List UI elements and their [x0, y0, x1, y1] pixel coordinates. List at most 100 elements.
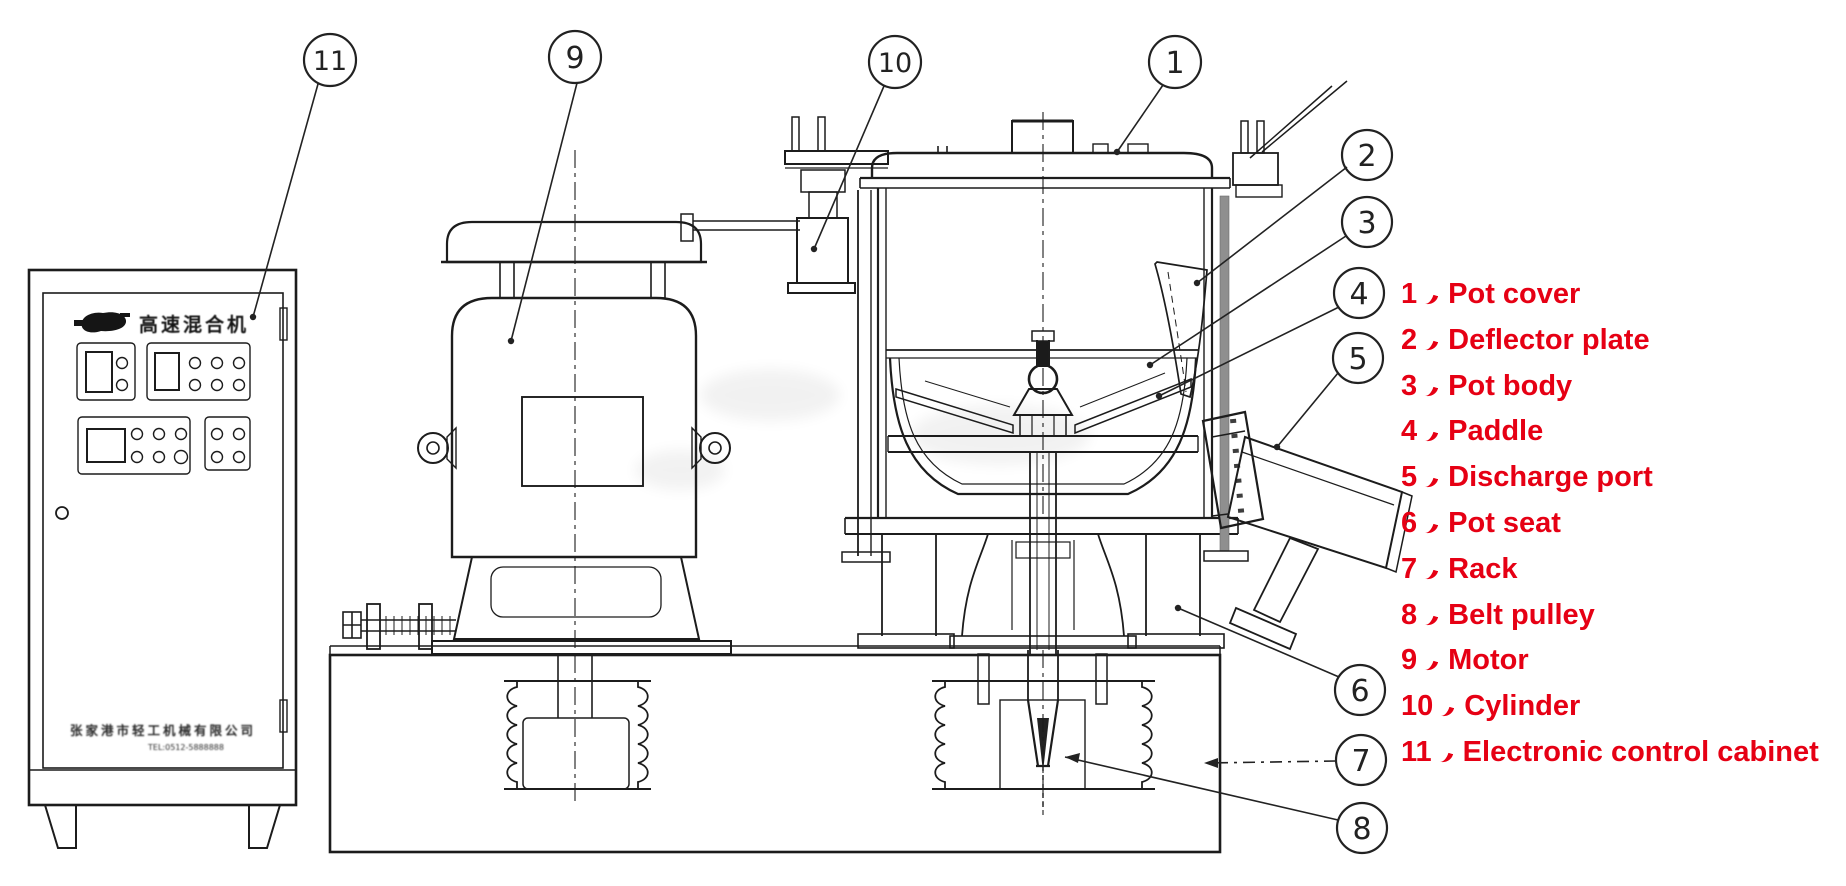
enumeration-comma [1437, 693, 1452, 715]
knob[interactable] [232, 356, 246, 370]
legend-label: Pot cover [1448, 278, 1581, 310]
enumeration-comma [1421, 510, 1436, 532]
lifting-eye-left [417, 426, 457, 470]
legend-label: Deflector plate [1448, 323, 1650, 356]
svg-text:9: 9 [565, 41, 584, 76]
svg-text:1: 1 [1165, 46, 1184, 81]
svg-text:6: 6 [1350, 674, 1369, 709]
callout-balloon-11: 11 [249, 32, 358, 321]
svg-text:3: 3 [1357, 206, 1376, 241]
knob[interactable] [210, 427, 224, 441]
legend-label: Pot body [1448, 369, 1573, 402]
display-1 [85, 351, 113, 393]
cabinet-company-line: 张家港市轻工机械有限公司 [70, 723, 256, 738]
legend-label: Discharge port [1448, 461, 1653, 494]
pot-body [859, 112, 1231, 518]
control-cabinet: 高速混合机 张家港市轻工机械有限公司 TEL:0512-5888888 [27, 268, 298, 849]
callout-balloon-2: 2 [1193, 128, 1394, 287]
legend-num: 1 [1401, 278, 1418, 310]
pot-seat [844, 516, 1239, 649]
legend-item-5: 5 Discharge port [1401, 455, 1819, 501]
legend-num: 7 [1401, 552, 1418, 585]
junction-box [521, 396, 644, 487]
knob[interactable] [152, 450, 166, 464]
enumeration-comma [1436, 739, 1451, 761]
knob[interactable] [210, 450, 224, 464]
paddle [886, 330, 1199, 654]
enumeration-comma [1421, 373, 1436, 395]
knob[interactable] [232, 427, 246, 441]
svg-text:8: 8 [1352, 812, 1371, 847]
motor [342, 150, 732, 660]
legend-label: Pot seat [1448, 506, 1561, 539]
knob[interactable] [173, 449, 189, 465]
svg-text:4: 4 [1349, 277, 1368, 312]
discharge-support-leg [1252, 536, 1320, 624]
discharge-port [1201, 410, 1413, 651]
svg-text:2: 2 [1357, 139, 1376, 174]
legend-label: Rack [1448, 552, 1518, 585]
belt-tension-bolt [342, 603, 456, 650]
enumeration-comma [1421, 464, 1436, 486]
callout-balloon-3: 3 [1146, 195, 1394, 369]
knob[interactable] [115, 356, 129, 370]
legend-num: 8 [1401, 598, 1418, 631]
knob[interactable] [130, 450, 144, 464]
callout-balloon-7: 7 [1204, 733, 1388, 787]
keyhole[interactable] [55, 506, 69, 520]
cabinet-phone-line: TEL:0512-5888888 [147, 743, 224, 752]
discharge-foot [1228, 606, 1298, 651]
enumeration-comma [1421, 647, 1436, 669]
knob[interactable] [232, 378, 246, 392]
enumeration-comma [1421, 327, 1436, 349]
motor-belt-pulley [504, 654, 651, 802]
callout-balloon-10: 10 [810, 34, 923, 253]
knob[interactable] [232, 450, 246, 464]
knob[interactable] [174, 427, 188, 441]
knob[interactable] [152, 427, 166, 441]
enumeration-comma [1421, 602, 1436, 624]
knob[interactable] [188, 356, 202, 370]
lifting-eye-right [691, 426, 731, 470]
knob[interactable] [130, 427, 144, 441]
pot-cover [870, 80, 1348, 198]
brand-logo-icon [74, 312, 130, 333]
callout-balloon-8: 8 [1064, 753, 1389, 855]
hinge-top [279, 307, 288, 341]
knob[interactable] [210, 378, 224, 392]
rack-base-frame [328, 645, 1222, 854]
enumeration-comma [1421, 281, 1436, 303]
legend-label: Cylinder [1464, 690, 1581, 723]
legend-num: 5 [1401, 461, 1418, 494]
callout-balloon-4: 4 [1155, 266, 1386, 400]
callout-balloon-9: 9 [507, 29, 603, 345]
enumeration-comma [1421, 556, 1436, 578]
knob[interactable] [210, 356, 224, 370]
svg-text:5: 5 [1348, 342, 1367, 377]
deflector-plate [1154, 195, 1249, 562]
display-3 [86, 428, 126, 463]
control-panels [76, 342, 251, 475]
legend-num: 3 [1401, 369, 1418, 402]
svg-text:10: 10 [878, 48, 912, 79]
scan-smudges [635, 369, 1090, 490]
legend-item-3: 3 Pot body [1401, 364, 1819, 410]
svg-text:11: 11 [313, 46, 347, 77]
knob[interactable] [188, 378, 202, 392]
callouts: 11 9 10 1 2 3 [249, 29, 1394, 855]
knob[interactable] [115, 378, 129, 392]
callout-balloon-1: 1 [1113, 34, 1203, 156]
hinge-bottom [279, 699, 288, 733]
legend-item-7: 7 Rack [1401, 547, 1819, 593]
svg-text:7: 7 [1351, 744, 1370, 779]
